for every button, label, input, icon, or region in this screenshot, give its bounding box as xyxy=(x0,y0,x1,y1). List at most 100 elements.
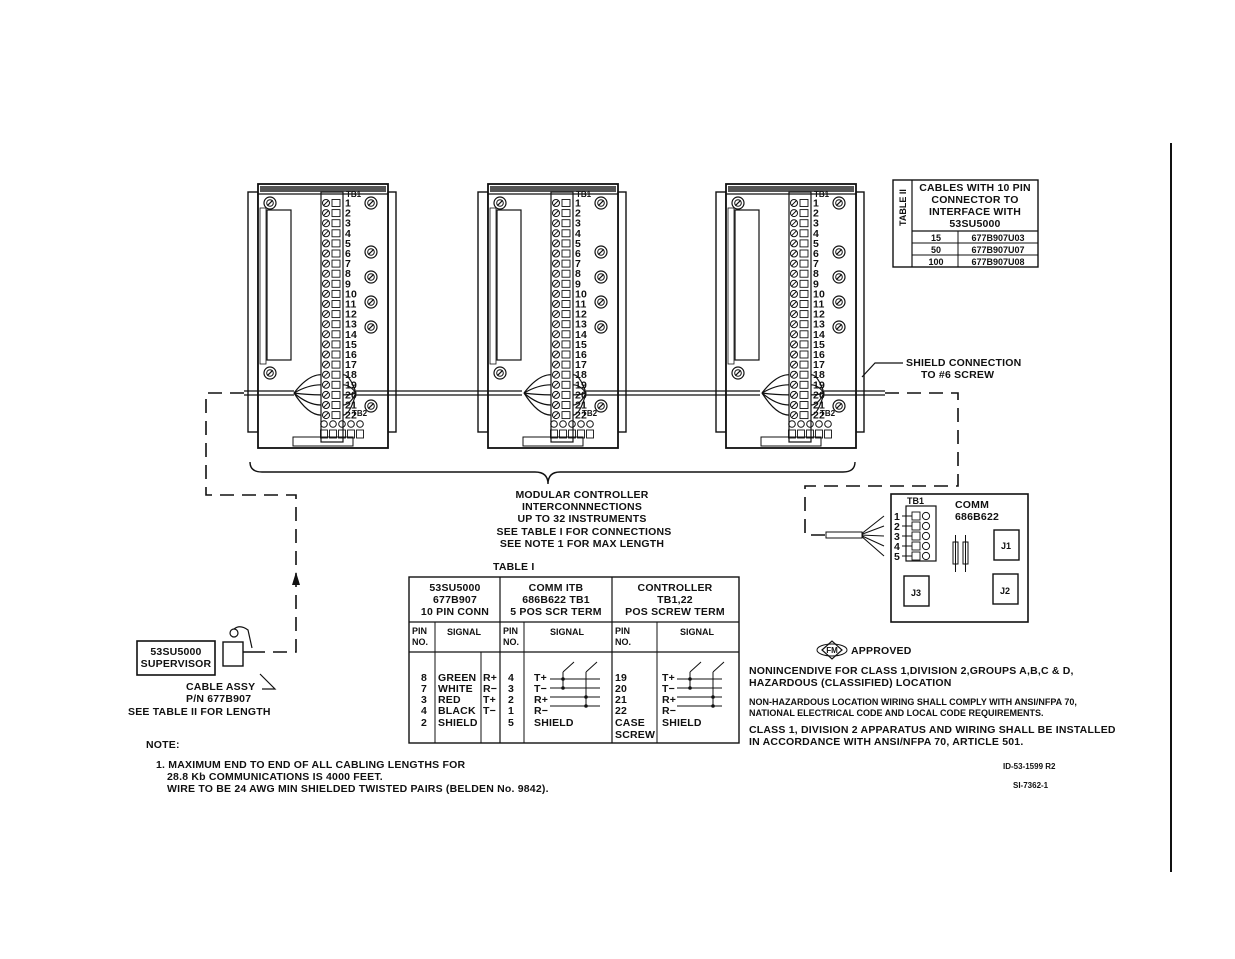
terminal-screw-icon xyxy=(790,330,798,339)
terminal-screw-icon xyxy=(322,229,330,238)
terminal-number: 12 xyxy=(575,309,587,321)
wire xyxy=(761,384,790,394)
terminal-screw-icon xyxy=(552,269,560,278)
supervisor-box xyxy=(136,640,216,676)
tb2-screw-icon xyxy=(568,420,576,428)
terminal-number: 19 xyxy=(345,379,357,391)
terminal-number: 19 xyxy=(813,379,825,391)
terminal-screw-icon xyxy=(790,259,798,268)
table-i-group-head: POS SCREW TERM xyxy=(625,606,725,618)
terminal-number: 11 xyxy=(575,299,587,311)
front-panel-window xyxy=(266,209,292,361)
supervisor-label: SUPERVISOR xyxy=(141,658,212,670)
terminal-number: 21 xyxy=(813,400,825,412)
terminal-screw-icon xyxy=(322,401,330,409)
table-i-cell: SHIELD xyxy=(534,717,574,729)
terminal-number: 1 xyxy=(813,198,819,210)
terminal-screw-icon xyxy=(322,300,330,308)
fm-text: NON-HAZARDOUS LOCATION WIRING SHALL COMP… xyxy=(749,697,1077,707)
terminal-number: 11 xyxy=(813,299,825,311)
terminal-number: 12 xyxy=(813,309,825,321)
table-i-cell: WHITE xyxy=(438,683,473,695)
tb2-screw-icon xyxy=(815,420,823,428)
table-i-cell: R− xyxy=(534,705,548,717)
tb1-label: TB1 xyxy=(346,190,362,199)
terminal-screw-icon xyxy=(322,330,330,339)
interconnect-line: SEE NOTE 1 FOR MAX LENGTH xyxy=(500,538,664,550)
terminal-number: 5 xyxy=(575,238,581,250)
terminal-number: 10 xyxy=(345,288,357,300)
cable-arrow-icon xyxy=(292,572,300,585)
table-i-cell: 8 xyxy=(421,672,427,684)
terminal-number: 3 xyxy=(813,218,819,230)
comm-title: COMM xyxy=(955,499,989,511)
wire xyxy=(761,374,790,394)
table-i-cell: SHIELD xyxy=(438,717,478,729)
terminal-number: 15 xyxy=(345,339,357,351)
table-i-cell: R+ xyxy=(534,694,548,706)
terminal-number: 7 xyxy=(345,258,351,270)
shield-note-line: SHIELD CONNECTION xyxy=(906,357,1021,369)
terminal-number: 18 xyxy=(575,369,587,381)
note-block: NOTE: 1. MAXIMUM END TO END OF ALL CABLI… xyxy=(146,739,549,795)
terminal-number: 15 xyxy=(575,339,587,351)
wire xyxy=(342,384,357,394)
table-i-cell: SHIELD xyxy=(662,717,702,729)
table-i-cell: 22 xyxy=(615,705,627,717)
terminal-screw-icon xyxy=(552,259,560,268)
terminal-screw-icon xyxy=(552,330,560,339)
cable-to-comm xyxy=(804,392,959,536)
terminal-number: 10 xyxy=(813,288,825,300)
terminal-screw-icon xyxy=(790,360,798,369)
wire xyxy=(293,392,322,396)
terminal-number: 9 xyxy=(575,278,581,290)
controller-unit: TB1TB21234567891011121314151617181920212… xyxy=(247,183,397,449)
terminal-number: 13 xyxy=(813,319,825,331)
terminal-number: 14 xyxy=(813,329,825,341)
terminal-screw-icon xyxy=(790,279,798,288)
terminal-screw-icon xyxy=(790,411,798,420)
terminal-screw-icon xyxy=(552,411,560,420)
pin-head: PIN xyxy=(412,626,427,636)
terminal-number: 6 xyxy=(813,248,819,260)
terminal-screw-icon xyxy=(322,370,330,379)
table-i-cell: 7 xyxy=(421,683,427,695)
terminal-screw-icon xyxy=(552,320,560,329)
wire xyxy=(572,384,587,394)
wire xyxy=(572,392,587,396)
tb2-label: TB2 xyxy=(820,409,836,418)
table-ii: TABLE II CABLES WITH 10 PIN CONNECTOR TO… xyxy=(892,179,1039,268)
terminal-number: 17 xyxy=(575,359,587,371)
terminal-screw-icon xyxy=(552,350,560,359)
pin-head: PIN xyxy=(503,626,518,636)
pin-head: NO. xyxy=(503,637,519,647)
terminal-screw-icon xyxy=(790,239,798,248)
terminal-number: 21 xyxy=(345,400,357,412)
terminal-screw-icon xyxy=(322,350,330,359)
terminal-number: 7 xyxy=(813,258,819,270)
fm-logo-text: FM xyxy=(826,646,838,655)
signal-head: SIGNAL xyxy=(550,627,585,637)
terminal-screw-icon xyxy=(790,219,798,228)
tb2-screw-icon xyxy=(347,420,355,428)
wire xyxy=(810,392,825,396)
terminal-screw-icon xyxy=(552,239,560,248)
terminal-block xyxy=(320,191,344,443)
note-line: 1. MAXIMUM END TO END OF ALL CABLING LEN… xyxy=(156,759,465,771)
terminal-screw-icon xyxy=(552,340,560,349)
terminal-number: 16 xyxy=(345,349,357,361)
terminal-number: 12 xyxy=(345,309,357,321)
table-i-group-head: 677B907 xyxy=(433,594,477,606)
table-i-cell: 21 xyxy=(615,694,627,706)
table-i-cell: R+ xyxy=(483,672,497,684)
comm-pin-number: 5 xyxy=(894,551,900,563)
wire xyxy=(810,384,825,394)
table-i-cell: GREEN xyxy=(438,672,476,684)
table-i-cell: T− xyxy=(662,683,675,695)
wire xyxy=(342,392,357,396)
terminal-screw-icon xyxy=(552,370,560,379)
wire xyxy=(523,392,552,396)
supervisor: 53SU5000 SUPERVISOR CABLE ASSY P/N 677B9… xyxy=(128,626,277,718)
comm-title: 686B622 xyxy=(955,511,999,523)
